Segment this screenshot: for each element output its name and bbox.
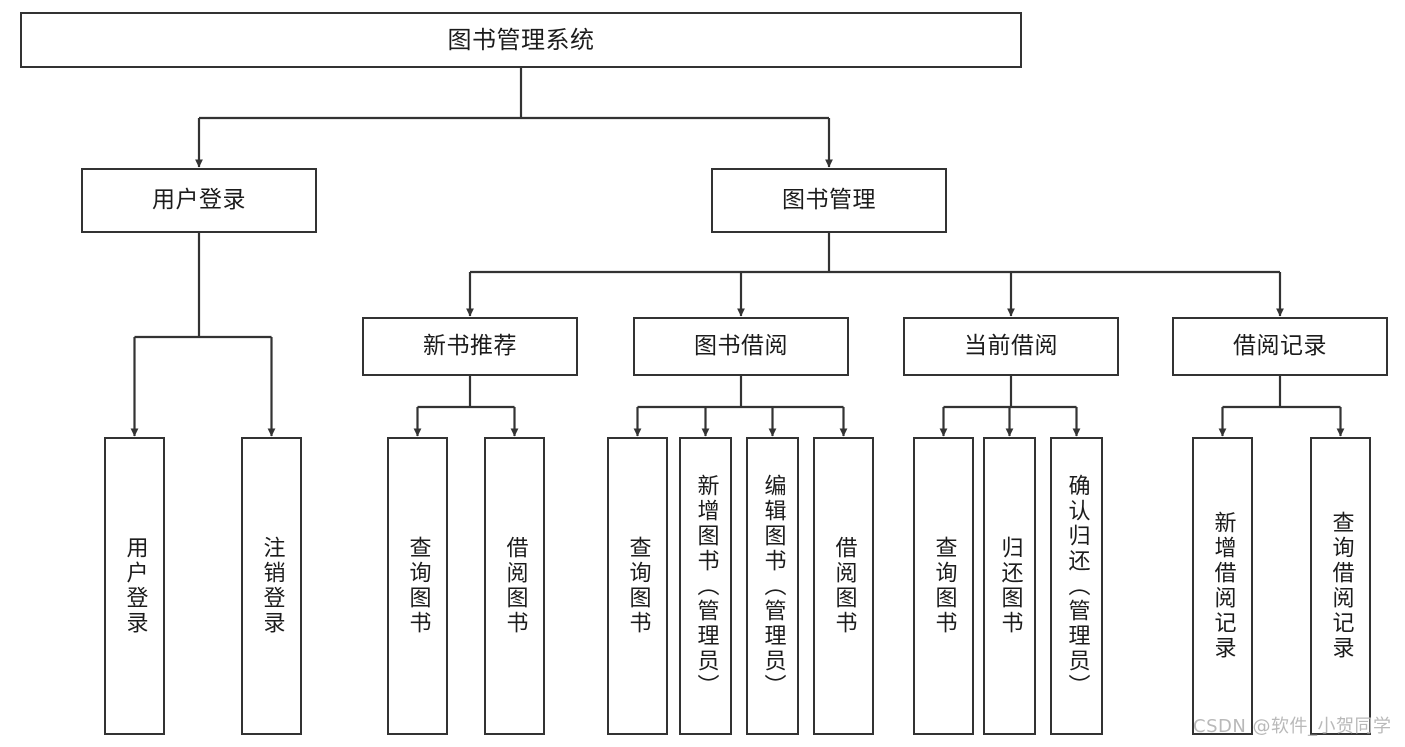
node-label: 借阅图书 xyxy=(502,536,528,636)
node-label: 新书推荐 xyxy=(423,332,517,359)
node-label: 图书管理系统 xyxy=(447,25,595,54)
node-borrow[interactable]: 图书借阅 xyxy=(633,317,849,376)
node-label: 新增借阅记录 xyxy=(1210,511,1236,661)
node-label: 查询图书 xyxy=(625,536,651,636)
node-label: 查询借阅记录 xyxy=(1328,511,1354,661)
node-leaf-bor-1[interactable]: 查询图书 xyxy=(607,437,668,735)
node-label: 编辑图书（管理员） xyxy=(760,473,786,699)
node-leaf-bor-2[interactable]: 新增图书（管理员） xyxy=(679,437,732,735)
node-records[interactable]: 借阅记录 xyxy=(1172,317,1388,376)
node-root[interactable]: 图书管理系统 xyxy=(20,12,1022,68)
node-label: 查询图书 xyxy=(931,536,957,636)
node-leaf-bor-3[interactable]: 编辑图书（管理员） xyxy=(746,437,799,735)
node-newbook[interactable]: 新书推荐 xyxy=(362,317,578,376)
node-leaf-rec-2[interactable]: 查询借阅记录 xyxy=(1310,437,1371,735)
node-label: 查询图书 xyxy=(405,536,431,636)
node-label: 当前借阅 xyxy=(964,332,1058,359)
node-label: 归还图书 xyxy=(997,536,1023,636)
watermark: CSDN @软件_小贺同学 xyxy=(1193,716,1392,737)
node-leaf-new-1[interactable]: 查询图书 xyxy=(387,437,448,735)
node-label: 图书管理 xyxy=(782,186,876,213)
node-leaf-login-2[interactable]: 注销登录 xyxy=(241,437,302,735)
node-leaf-cur-2[interactable]: 归还图书 xyxy=(983,437,1036,735)
node-label: 确认归还（管理员） xyxy=(1064,473,1090,699)
node-label: 借阅图书 xyxy=(831,536,857,636)
node-leaf-cur-3[interactable]: 确认归还（管理员） xyxy=(1050,437,1103,735)
node-bookmgmt[interactable]: 图书管理 xyxy=(711,168,947,233)
node-current[interactable]: 当前借阅 xyxy=(903,317,1119,376)
node-label: 图书借阅 xyxy=(694,332,788,359)
node-label: 用户登录 xyxy=(152,186,246,213)
node-leaf-cur-1[interactable]: 查询图书 xyxy=(913,437,974,735)
node-label: 注销登录 xyxy=(259,536,285,636)
node-leaf-bor-4[interactable]: 借阅图书 xyxy=(813,437,874,735)
node-label: 借阅记录 xyxy=(1233,332,1327,359)
node-login[interactable]: 用户登录 xyxy=(81,168,317,233)
node-leaf-login-1[interactable]: 用户登录 xyxy=(104,437,165,735)
node-label: 新增图书（管理员） xyxy=(693,473,719,699)
node-leaf-new-2[interactable]: 借阅图书 xyxy=(484,437,545,735)
node-leaf-rec-1[interactable]: 新增借阅记录 xyxy=(1192,437,1253,735)
node-label: 用户登录 xyxy=(122,536,148,636)
